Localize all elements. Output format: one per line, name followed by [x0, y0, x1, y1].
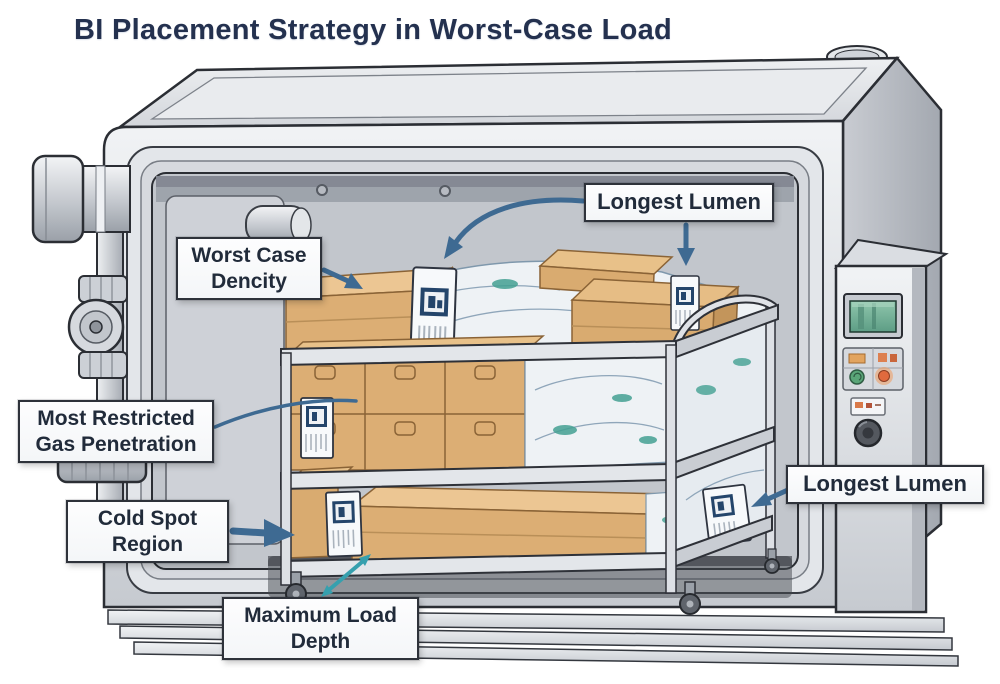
- maximum-load-depth-arrow: [321, 554, 371, 597]
- bi-card-middle: [300, 397, 334, 459]
- control-buttons: [842, 347, 904, 391]
- barcode-icon: [305, 434, 327, 452]
- wrapped-pouches-middle: [524, 307, 777, 471]
- longest-lumen-top-curved-arrow: [444, 197, 586, 259]
- rivet-icon: [316, 184, 328, 196]
- bi-card-top-left: [409, 266, 458, 354]
- panel-label-card: [850, 397, 886, 416]
- callout-longest-lumen-right: Longest Lumen: [786, 465, 984, 504]
- pipe-valve-icon: [67, 275, 128, 379]
- middle-shelf-load: [282, 307, 777, 471]
- control-panel-tower: [833, 238, 949, 614]
- control-knob-icon: [853, 418, 883, 448]
- most-restricted-leader-line: [213, 398, 358, 429]
- cold-spot-arrow: [229, 519, 295, 547]
- callout-longest-lumen-top: Longest Lumen: [584, 183, 774, 222]
- callout-worst-case-density: Worst Case Dencity: [176, 237, 322, 301]
- callout-maximum-load-depth: Maximum Load Depth: [222, 597, 419, 661]
- annotation-arrows: [213, 197, 793, 597]
- machine-top-face: [116, 56, 900, 129]
- status-screen-icon: [843, 293, 903, 339]
- callout-most-restricted-gas: Most Restricted Gas Penetration: [18, 400, 214, 464]
- chamber-probe-port: [245, 205, 312, 245]
- top-shelf-load: [284, 249, 773, 354]
- instrument-icon: [492, 279, 518, 289]
- loading-cart-frame: [280, 294, 780, 615]
- barcode-icon: [332, 529, 355, 549]
- bottom-shelf-load: [284, 431, 773, 561]
- start-button-icon: [849, 369, 865, 385]
- bi-card-bottom: [325, 490, 363, 558]
- page-title: BI Placement Strategy in Worst-Case Load: [74, 14, 673, 46]
- longest-lumen-top-down-arrow: [677, 222, 695, 266]
- rivet-icon: [439, 185, 451, 197]
- callout-cold-spot-region: Cold Spot Region: [66, 500, 229, 564]
- worst-case-density-arrow: [321, 267, 363, 289]
